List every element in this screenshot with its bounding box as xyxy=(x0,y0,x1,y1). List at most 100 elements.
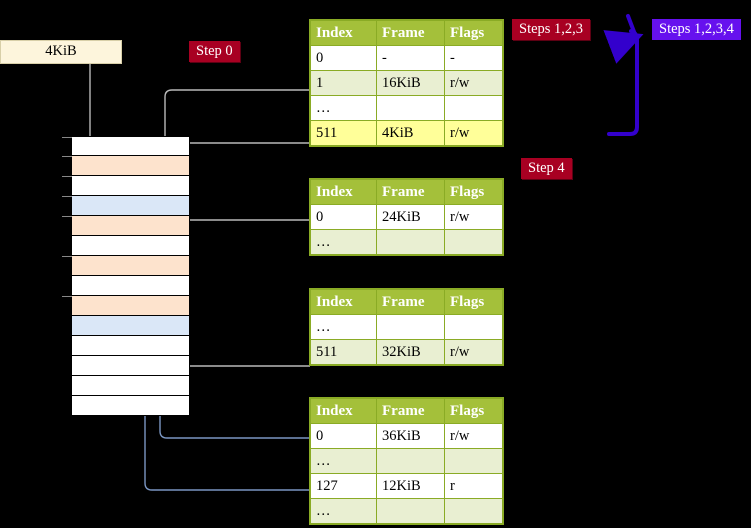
cell-flags: r/w xyxy=(444,70,503,96)
memory-frame-row xyxy=(71,336,190,356)
memory-tick-mark xyxy=(62,176,72,177)
wire-pt-12kib-to-memory xyxy=(136,210,310,491)
cell-flags: r/w xyxy=(444,120,503,146)
column-header-index: Index xyxy=(310,179,377,205)
memory-tick-mark xyxy=(62,156,72,157)
wire-pdpt-to-memory xyxy=(178,219,310,258)
column-header-flags: Flags xyxy=(444,398,503,424)
wire-pml4-to-memory xyxy=(163,89,310,217)
cell-flags: r xyxy=(444,473,503,499)
cell-frame: 4KiB xyxy=(376,120,445,146)
memory-frame-row xyxy=(62,136,190,156)
table-row: … xyxy=(310,229,503,255)
column-header-index: Index xyxy=(310,20,377,46)
cell-index: … xyxy=(310,314,377,340)
cell-index: 0 xyxy=(310,204,377,230)
cell-index: 1 xyxy=(310,70,377,96)
table-row: … xyxy=(310,498,503,524)
cell-frame: - xyxy=(376,45,445,71)
memory-tick-mark xyxy=(62,256,72,257)
cell-frame xyxy=(376,95,445,121)
cell-frame xyxy=(376,314,445,340)
cell-flags xyxy=(444,95,503,121)
badge-steps-1234: Steps 1,2,3,4 xyxy=(652,19,741,40)
memory-tick-mark xyxy=(62,137,72,138)
cell-flags: r/w xyxy=(444,204,503,230)
wire-pd-to-memory xyxy=(171,315,310,367)
cell-index: 127 xyxy=(310,473,377,499)
cell-index: 511 xyxy=(310,339,377,365)
memory-frame-row xyxy=(62,216,190,236)
column-header-flags: Flags xyxy=(444,20,503,46)
cell-frame: 32KiB xyxy=(376,339,445,365)
cell-frame xyxy=(376,229,445,255)
cell-frame xyxy=(376,448,445,474)
cell-index: 0 xyxy=(310,423,377,449)
cell-index: … xyxy=(310,229,377,255)
cell-flags xyxy=(444,229,503,255)
memory-frame-row xyxy=(71,376,190,396)
memory-frame-row xyxy=(62,196,190,216)
memory-frame-row xyxy=(62,296,190,316)
badge-step-0-label: Step 0 xyxy=(196,43,233,59)
column-header-frame: Frame xyxy=(376,398,445,424)
cell-index: … xyxy=(310,95,377,121)
memory-frame-row xyxy=(71,236,190,256)
memory-frame-row xyxy=(62,176,190,196)
column-header-flags: Flags xyxy=(444,179,503,205)
column-header-index: Index xyxy=(310,289,377,315)
cell-flags: r/w xyxy=(444,339,503,365)
table-row: … xyxy=(310,448,503,474)
column-header-frame: Frame xyxy=(376,289,445,315)
column-header-frame: Frame xyxy=(376,179,445,205)
wire-pt-36kib-to-memory xyxy=(151,330,310,439)
cell-flags xyxy=(444,314,503,340)
badge-steps-123-label: Steps 1,2,3 xyxy=(519,21,584,37)
cell-frame: 16KiB xyxy=(376,70,445,96)
memory-frame-row xyxy=(62,256,190,276)
memory-frame-row xyxy=(62,156,190,176)
badge-steps-1234-label: Steps 1,2,3,4 xyxy=(659,21,734,37)
table-row: … xyxy=(310,95,503,121)
cell-frame: 12KiB xyxy=(376,473,445,499)
cell-index: … xyxy=(310,448,377,474)
cell-frame: 24KiB xyxy=(376,204,445,230)
cell-index: 0 xyxy=(310,45,377,71)
bracket-steps-1234 xyxy=(603,14,644,136)
memory-frame-row xyxy=(71,396,190,416)
badge-step-4: Step 4 xyxy=(521,158,572,179)
size-box-label: 4KiB xyxy=(45,43,77,59)
cell-index: 511 xyxy=(310,120,377,146)
badge-step-0: Step 0 xyxy=(189,41,240,62)
memory-tick-mark xyxy=(62,196,72,197)
cell-frame: 36KiB xyxy=(376,423,445,449)
column-header-index: Index xyxy=(310,398,377,424)
cell-index: … xyxy=(310,498,377,524)
cell-flags: - xyxy=(444,45,503,71)
badge-steps-123: Steps 1,2,3 xyxy=(512,19,591,40)
cell-flags xyxy=(444,448,503,474)
physical-memory-column xyxy=(62,136,190,416)
memory-frame-row xyxy=(71,316,190,336)
cell-frame xyxy=(376,498,445,524)
badge-step-4-label: Step 4 xyxy=(528,160,565,176)
memory-frame-row xyxy=(71,356,190,376)
size-box-4kib: 4KiB xyxy=(0,40,122,64)
table-row: 0-- xyxy=(310,45,503,71)
memory-tick-mark xyxy=(62,216,72,217)
column-header-frame: Frame xyxy=(376,20,445,46)
table-row: … xyxy=(310,314,503,340)
memory-frame-row xyxy=(71,276,190,296)
memory-tick-mark xyxy=(62,296,72,297)
